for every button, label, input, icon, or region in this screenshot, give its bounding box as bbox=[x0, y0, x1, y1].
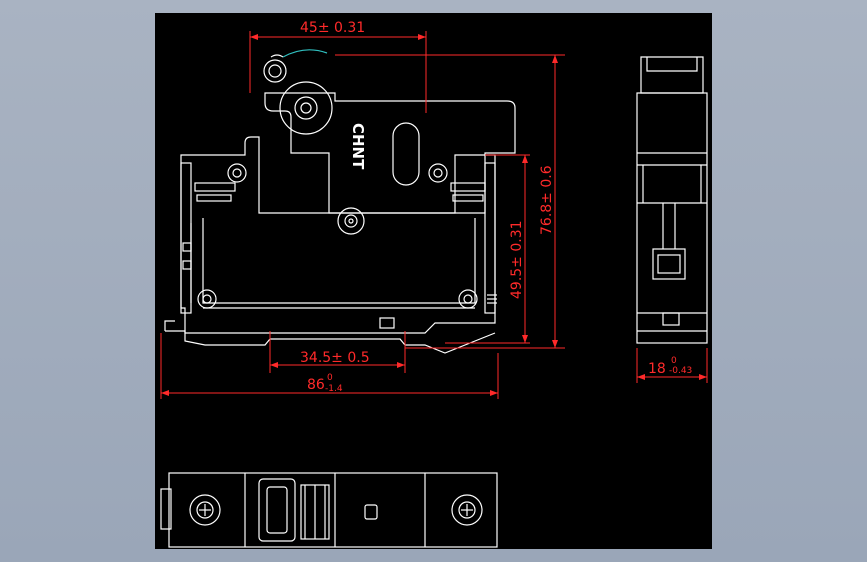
svg-text:-0.43: -0.43 bbox=[669, 366, 692, 376]
dim-top-width: 45± 0.31 bbox=[300, 20, 365, 36]
dim-side-width: 18 0 -0.43 bbox=[648, 356, 692, 377]
dim-inner-height: 49.5± 0.31 bbox=[509, 220, 525, 299]
svg-text:-1.4: -1.4 bbox=[325, 384, 343, 394]
front-view bbox=[164, 54, 516, 354]
technical-drawing: CHNT 45± 0.31 76.8± 0.6 49.5± 0.31 34.5±… bbox=[160, 20, 708, 548]
dimension-lines bbox=[160, 31, 708, 399]
cad-viewport[interactable]: CHNT 45± 0.31 76.8± 0.6 49.5± 0.31 34.5±… bbox=[155, 13, 712, 549]
plan-view bbox=[160, 472, 498, 548]
dim-total-width: 86 0 -1.4 bbox=[307, 373, 343, 394]
svg-text:0: 0 bbox=[327, 373, 333, 383]
brand-label: CHNT bbox=[349, 123, 367, 170]
lever-arc bbox=[282, 49, 328, 58]
svg-text:18: 18 bbox=[648, 361, 666, 377]
side-view bbox=[636, 56, 708, 344]
svg-text:86: 86 bbox=[307, 377, 325, 393]
svg-text:0: 0 bbox=[671, 356, 677, 366]
dim-rail-width: 34.5± 0.5 bbox=[300, 350, 370, 366]
dim-total-height: 76.8± 0.6 bbox=[539, 165, 555, 235]
